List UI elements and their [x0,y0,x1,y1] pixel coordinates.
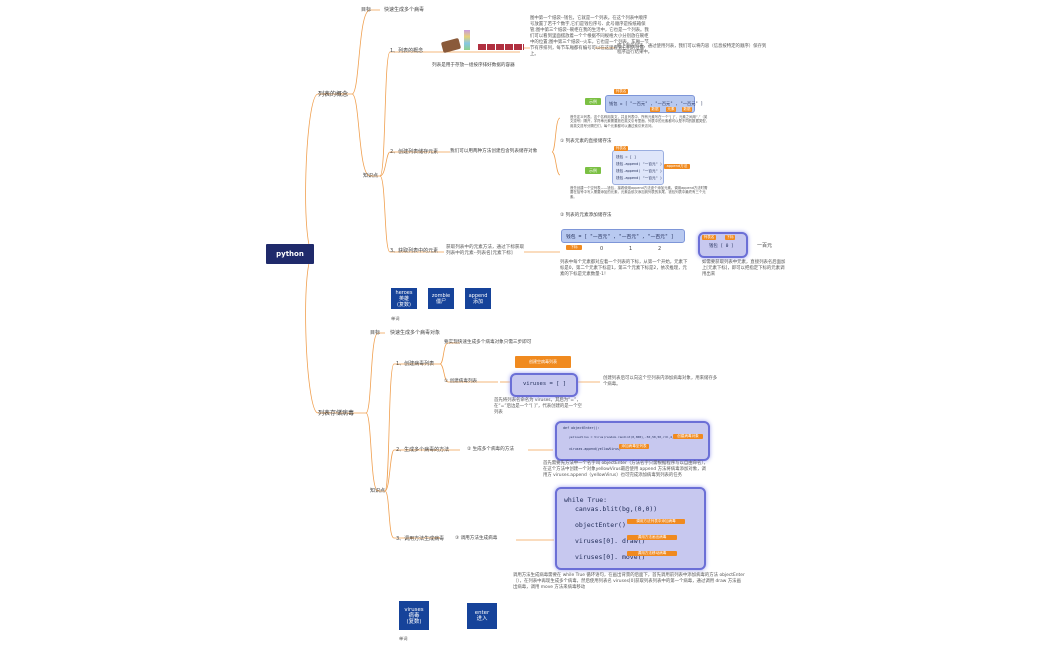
item-create-list[interactable]: 2、创建列表储存元素 [390,149,439,155]
branch-list-viruses[interactable]: 列表存储病毒 [318,410,355,417]
list-name-tag: 列表名 [614,89,628,94]
code-enter-line-3: viruses.append(yellowVirus) [569,447,621,451]
call-method-step: ③ 调用方法生成病毒 [455,536,498,541]
generate-viruses-step: ② 生成多个病毒的方法 [467,447,514,452]
get-result: 一百元 [757,243,773,249]
goal-label: 目标 [361,7,372,13]
code-loop-line-2: canvas.blit(bg,(0,0)) [575,505,658,513]
create-virus-desc: 首先将列表名命名为 viruses，其后为“=”，在“=”后边是一个“[ ]”，… [494,398,582,415]
code-get-text: 钱包 [ 0 ] [709,244,734,249]
code-object-enter: def objectEnter(): yellowVirus = Virus(r… [555,421,710,461]
code-viruses-text: viruses = [ ] [523,381,567,387]
list-concept-note: 把上面的列表，通过使用列表，我们可以将内容（信息按特定的顺序）保存到程序运行结果… [617,44,767,55]
code-append-line-1: 钱包 = [ ] [616,155,637,159]
code-enter-line-1: def objectEnter(): [563,426,600,430]
code-append-line-2: 钱包.append( "一百元" ) [616,162,663,166]
direct-store-note: 首先定义列表。这个名称用英文，并且列表中，所有元素写在一个“[ ]”，元素之间用… [570,115,710,128]
add-virus-to-list-tag: 添加病毒至列表 [619,444,649,449]
goal-label-2: 目标 [370,330,381,336]
code-append-line-4: 钱包.append( "一百元" ) [616,176,663,180]
index-2: 2 [658,246,662,252]
index-1: 1 [629,246,633,252]
create-virus-object-tag: 创建病毒对象 [673,434,703,439]
code-viruses-list: viruses = [ ] [510,373,578,397]
data-tag-3: 数据 [682,107,692,112]
item-list-concept[interactable]: 1、列表的概念 [390,48,424,54]
call-add-virus-tag: 调用方法列表中添加病毒 [627,519,685,524]
code-index: 钱包 = [ "一百元" , "一百元" , "一百元" ] [561,229,685,243]
code-append-store: 钱包 = [ ] 钱包.append( "一百元" ) 钱包.append( "… [612,150,664,185]
code-while-loop: while True: canvas.blit(bg,(0,0)) object… [555,487,706,570]
index-desc: 列表中每个元素都对应着一个列表的下标，从第一个开始，元素下标是0，第二个元素下标… [560,260,688,277]
code-enter-line-2: yellowVirus = Virus(random.randint(0,800… [569,435,678,439]
root-node[interactable]: python [266,244,314,264]
create-list-subtitle: 我们可以用两种方法创建包含列表储存对象 [450,149,538,154]
goal-text: 快速生成多个病毒 [384,7,425,13]
append-store-note: 首先创建一个空列表——钱包，接着使用append方法逐个添加元素。调用appen… [570,186,708,199]
call-move-tag: 调用方法移动病毒 [627,551,677,556]
get-list-name-tag: 列表名 [702,235,716,240]
method-direct: ① 列表元素的直接储存法 [560,139,612,144]
data-tag-2: 元素 [666,107,676,112]
code-loop-line-4: viruses[0]. draw() [575,537,646,545]
vocab-card-viruses[interactable]: viruses 病毒 (复数) [399,601,429,630]
code-index-text: 钱包 = [ "一百元" , "一百元" , "一百元" ] [566,235,674,240]
item-generate-viruses[interactable]: 2、生成多个病毒的方法 [396,447,450,453]
method-append: ② 列表的元素添加储存法 [560,213,612,218]
get-index-tag: 下标 [725,235,735,240]
create-virus-step: ① 创建病毒列表 [444,379,478,384]
branch-list-concept[interactable]: 列表的概念 [318,91,349,98]
vocab-card-heroes[interactable]: heroes 英雄 (复数) [391,288,417,309]
code-loop-line-5: viruses[0]. move() [575,553,646,561]
code-loop-line-1: while True: [564,496,608,504]
data-tag-1: 数据 [650,107,660,112]
get-element-note: 如需要获取列表中元素，直接列表名后面加上[元素下标]，即可以把指定下标的元素调用… [702,260,786,277]
index-0: 0 [600,246,604,252]
example-tag: 示例 [585,98,601,105]
vocab-card-enter[interactable]: enter 进入 [467,603,497,629]
index-tag: 下标 [566,245,582,250]
item-get-element[interactable]: 3、获取列表中的元素 [390,248,439,254]
vocab-label-1: 单词 [391,316,400,321]
image-caption: 列表是用于存放一组按序排好数据的容器 [432,63,515,68]
create-empty-list-tag: 创建空病毒列表 [515,356,571,368]
create-virus-intro: 要实现快速生成多个病毒对象只需三步即可 [444,340,532,345]
train-image [478,44,524,50]
call-method-desc: 调用方法生成病毒需要在 while True 循环语句，在画出背景的后面下，首先… [513,573,745,590]
goal-text-2: 快速生成多个病毒对象 [390,330,441,336]
call-draw-tag: 调用方法画出病毒 [627,535,677,540]
get-element-subtitle: 获取列表中的元素方法，通过下标获取列表中的元素--列表名[元素下标] [446,245,525,256]
example-tag-2: 示例 [585,167,601,174]
code-append-line-3: 钱包.append( "一百元" ) [616,169,663,173]
vocab-card-append[interactable]: append 添加 [465,288,491,309]
create-virus-note: 创建列表后可以向这个空列表内添加病毒对象，用来储存多个病毒。 [603,376,718,387]
knowledge-label-2: 知识点 [370,488,386,494]
item-create-virus-list[interactable]: 1、创建病毒列表 [396,361,435,367]
append-method-tag: append方法 [664,164,690,169]
list-name-tag-2: 列表名 [614,146,628,151]
code-loop-line-3: objectEnter() [575,521,626,529]
list-concept-desc: 图中第一个纸袋--钱包，它就是一个列表。在这个列表中顺序号放置了若干个数字,它们… [530,16,649,57]
vocab-card-zombie[interactable]: zombie 僵尸 [428,288,454,309]
item-call-method[interactable]: 3、调用方法生成病毒 [396,536,445,542]
generate-viruses-desc: 首先需要先方法中一个名字叫 objectEnter（方法名字只需根据程序写以自由… [543,461,709,478]
code-direct-text: 钱包 = [ "一百元" , "一百元" , "一百元" ] [609,101,703,106]
vocab-label-2: 单词 [399,636,408,641]
knowledge-label: 知识点 [363,173,379,179]
cabinet-image [464,30,470,50]
